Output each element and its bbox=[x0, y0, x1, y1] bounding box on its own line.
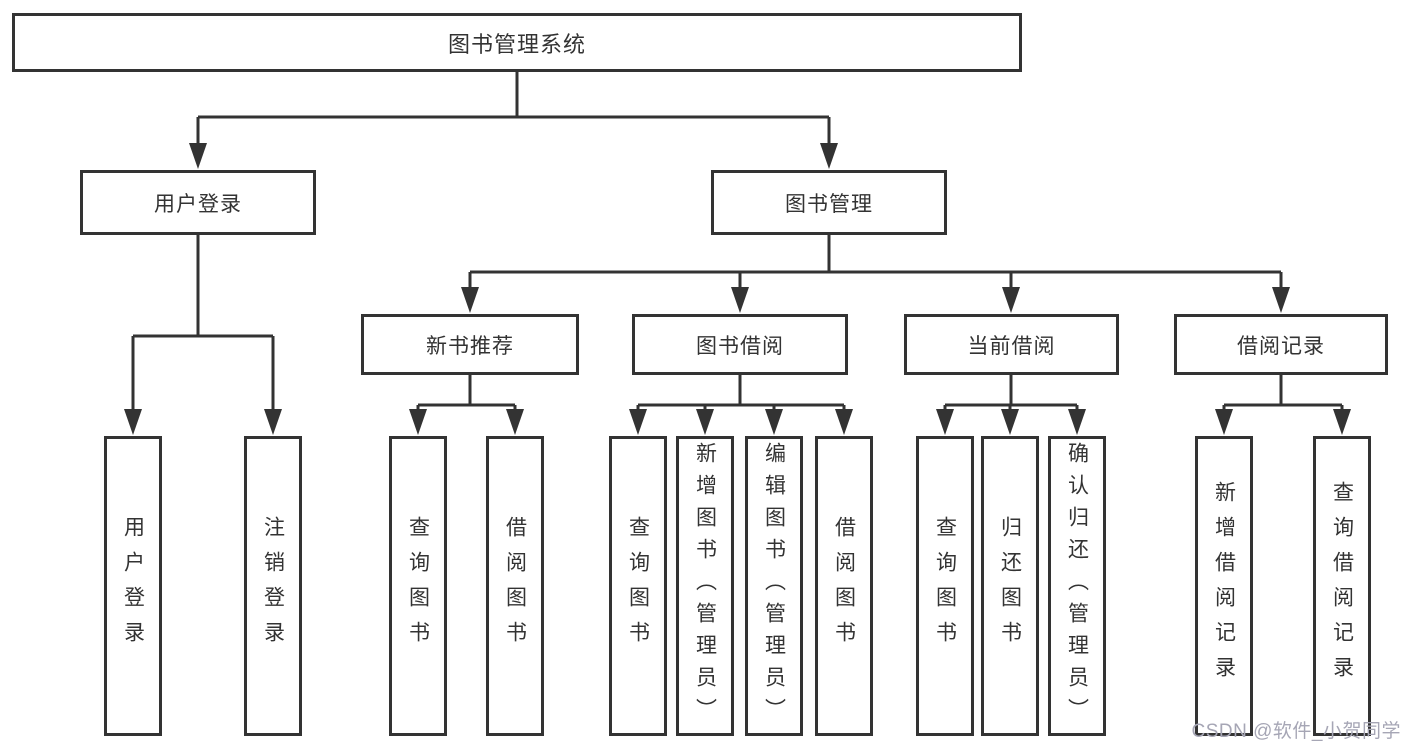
leaf-recommend-query-books-label: 查询图书 bbox=[406, 516, 430, 656]
leaf-logout-login-label: 注销登录 bbox=[261, 516, 285, 656]
leaf-borrow-query-books: 查询图书 bbox=[609, 436, 667, 736]
connector-book-borrow-to-leaves bbox=[629, 374, 853, 435]
node-root-label: 图书管理系统 bbox=[447, 31, 586, 57]
watermark: CSDN @软件_小贺同学 bbox=[1191, 721, 1401, 742]
leaf-recommend-borrow-books-label: 借阅图书 bbox=[503, 516, 527, 656]
leaf-logout-login: 注销登录 bbox=[244, 436, 302, 736]
leaf-borrow-borrow-books-label: 借阅图书 bbox=[832, 516, 856, 656]
leaf-recommend-query-books: 查询图书 bbox=[389, 436, 447, 736]
leaf-user-login: 用户登录 bbox=[104, 436, 162, 736]
node-borrow-records: 借阅记录 bbox=[1174, 314, 1388, 375]
leaf-add-book-admin-label: 新增图书（管理员） bbox=[693, 442, 717, 730]
leaf-query-borrow-record-label: 查询借阅记录 bbox=[1330, 481, 1354, 691]
connector-root-to-level2 bbox=[189, 71, 838, 169]
connector-borrow-records-to-leaves bbox=[1215, 374, 1351, 435]
leaf-return-book: 归还图书 bbox=[981, 436, 1039, 736]
leaf-borrow-query-books-label: 查询图书 bbox=[626, 516, 650, 656]
node-book-management-label: 图书管理 bbox=[785, 192, 873, 216]
leaf-edit-book-admin: 编辑图书（管理员） bbox=[745, 436, 803, 736]
node-book-management: 图书管理 bbox=[711, 170, 947, 235]
node-root: 图书管理系统 bbox=[12, 13, 1022, 72]
node-current-borrow-label: 当前借阅 bbox=[967, 334, 1056, 358]
node-current-borrow: 当前借阅 bbox=[904, 314, 1119, 375]
node-user-login-label: 用户登录 bbox=[154, 192, 242, 216]
leaf-query-borrow-record: 查询借阅记录 bbox=[1313, 436, 1371, 736]
connector-book-management-to-level3 bbox=[461, 234, 1290, 313]
leaf-borrow-borrow-books: 借阅图书 bbox=[815, 436, 873, 736]
leaf-add-borrow-record-label: 新增借阅记录 bbox=[1212, 481, 1236, 691]
leaf-return-book-label: 归还图书 bbox=[998, 516, 1022, 656]
leaf-confirm-return-admin-label: 确认归还（管理员） bbox=[1065, 442, 1089, 730]
leaf-recommend-borrow-books: 借阅图书 bbox=[486, 436, 544, 736]
leaf-current-query-books-label: 查询图书 bbox=[933, 516, 957, 656]
node-user-login: 用户登录 bbox=[80, 170, 316, 235]
leaf-edit-book-admin-label: 编辑图书（管理员） bbox=[762, 442, 786, 730]
node-borrow-records-label: 借阅记录 bbox=[1237, 334, 1325, 358]
node-new-book-recommend-label: 新书推荐 bbox=[426, 334, 514, 358]
leaf-add-book-admin: 新增图书（管理员） bbox=[676, 436, 734, 736]
node-book-borrow: 图书借阅 bbox=[632, 314, 848, 375]
leaf-add-borrow-record: 新增借阅记录 bbox=[1195, 436, 1253, 736]
connector-user-login-to-leaves bbox=[124, 234, 282, 435]
connector-current-borrow-to-leaves bbox=[936, 374, 1086, 435]
leaf-current-query-books: 查询图书 bbox=[916, 436, 974, 736]
connector-new-book-recommend-to-leaves bbox=[409, 374, 524, 435]
node-book-borrow-label: 图书借阅 bbox=[696, 334, 784, 358]
leaf-confirm-return-admin: 确认归还（管理员） bbox=[1048, 436, 1106, 736]
node-new-book-recommend: 新书推荐 bbox=[361, 314, 579, 375]
leaf-user-login-label: 用户登录 bbox=[121, 516, 145, 656]
